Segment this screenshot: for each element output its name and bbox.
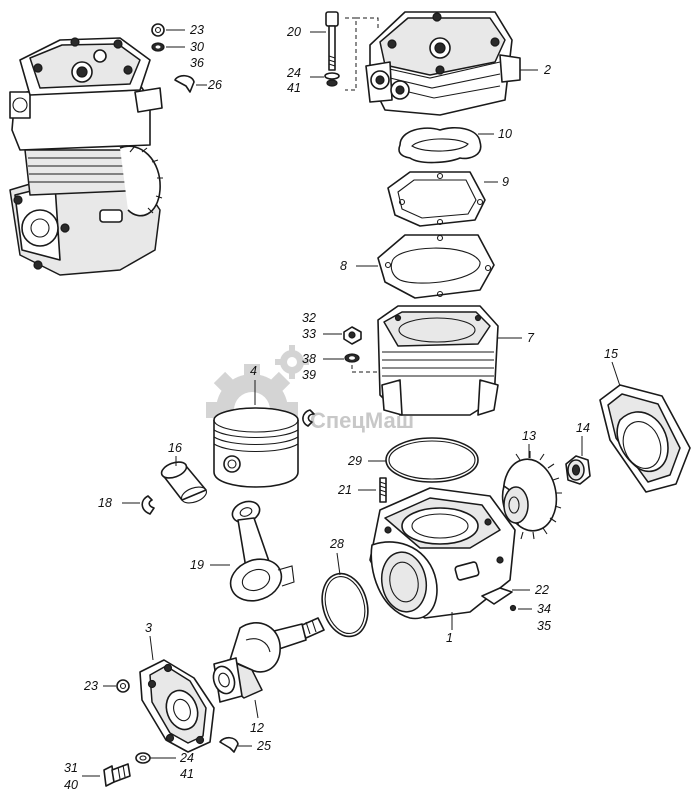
- part-nut-33: [343, 326, 362, 345]
- part-cap-22: [481, 587, 513, 605]
- part-connecting-rod-19: [229, 500, 295, 602]
- callout-30: 30: [190, 40, 204, 54]
- callout-20: 20: [286, 25, 301, 39]
- callout-21: 21: [337, 483, 352, 497]
- callout-8: 8: [340, 259, 347, 273]
- callout-26: 26: [207, 78, 222, 92]
- callout-18: 18: [98, 496, 112, 510]
- callout-19: 19: [190, 558, 204, 572]
- callout-9: 9: [502, 175, 509, 189]
- callout-23-top: 23: [189, 23, 204, 37]
- part-bolt-31: [103, 763, 131, 787]
- part-circlip-right: [302, 409, 315, 427]
- callout-1: 1: [446, 631, 453, 645]
- part-gasket-9: [387, 171, 486, 227]
- callout-34: 34: [537, 602, 551, 616]
- callout-24-top: 24: [286, 66, 301, 80]
- part-washer-23-lower: [116, 679, 130, 693]
- part-gasket-10: [398, 126, 482, 164]
- callout-7: 7: [527, 331, 535, 345]
- callout-24-lower: 24: [179, 751, 194, 765]
- callout-28: 28: [329, 537, 344, 551]
- part-piston-4: [213, 407, 299, 488]
- callout-15: 15: [604, 347, 618, 361]
- callout-25: 25: [256, 739, 271, 753]
- callout-29: 29: [347, 454, 362, 468]
- callout-33: 33: [302, 327, 316, 341]
- callout-36: 36: [190, 56, 204, 70]
- part-o-ring-28: [321, 572, 369, 638]
- part-washer-24-41-lower: [135, 752, 151, 764]
- callout-32: 32: [302, 311, 316, 325]
- callout-16: 16: [168, 441, 182, 455]
- part-cylinder-head-2: [365, 11, 521, 116]
- callout-3: 3: [145, 621, 152, 635]
- callout-41-lower: 41: [180, 767, 194, 781]
- part-bolt-20: [325, 11, 339, 71]
- assembled-compressor-illustration: [9, 37, 163, 276]
- part-piston-pin-16: [160, 461, 207, 504]
- part-clip-26: [174, 74, 195, 93]
- part-washers-24-41: [324, 72, 340, 87]
- part-stud-21: [379, 477, 387, 503]
- part-crankcase-1: [369, 487, 516, 620]
- part-cylinder-7: [377, 305, 499, 416]
- callout-14: 14: [576, 421, 590, 435]
- part-washer-38: [344, 353, 360, 363]
- part-crankshaft-12: [212, 617, 325, 703]
- part-screw-34: [509, 604, 517, 612]
- callout-40: 40: [64, 778, 78, 792]
- callout-4: 4: [250, 364, 257, 378]
- part-o-ring-29: [385, 437, 479, 483]
- part-clip-25: [219, 736, 239, 753]
- callout-2: 2: [543, 63, 551, 77]
- callout-12: 12: [250, 721, 264, 735]
- part-circlip-18: [141, 495, 155, 515]
- callout-23-lower: 23: [83, 679, 98, 693]
- callout-31: 31: [64, 761, 78, 775]
- callout-10: 10: [498, 127, 512, 141]
- callout-38: 38: [302, 352, 316, 366]
- part-cover-15: [599, 384, 691, 493]
- callout-39: 39: [302, 368, 316, 382]
- callout-22: 22: [534, 583, 549, 597]
- callout-13: 13: [522, 429, 536, 443]
- part-washer-23: [151, 23, 165, 37]
- callout-41-top: 41: [287, 81, 301, 95]
- callout-35: 35: [537, 619, 551, 633]
- watermark-gear-small-icon: [275, 345, 309, 379]
- part-cover-3: [139, 659, 215, 753]
- part-washer-30: [151, 42, 165, 52]
- part-gear-13: [501, 451, 562, 540]
- part-nut-14: [565, 455, 591, 485]
- part-gasket-8: [377, 234, 495, 299]
